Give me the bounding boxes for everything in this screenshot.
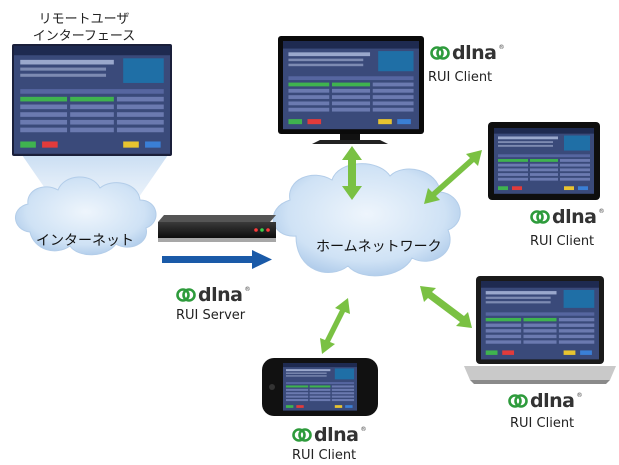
blue-arrow bbox=[162, 250, 272, 269]
home-network-label: ホームネットワーク bbox=[316, 239, 442, 255]
dlna-logo-tv: dlna ® bbox=[430, 42, 504, 64]
tablet-device bbox=[488, 122, 600, 200]
dlna-word: dlna bbox=[198, 284, 243, 306]
client-label-tablet: RUI Client bbox=[530, 234, 595, 249]
client-label-laptop: RUI Client bbox=[510, 416, 575, 431]
arrow-tv bbox=[342, 146, 362, 200]
dlna-swirl-icon bbox=[292, 428, 312, 442]
client-label-tv: RUI Client bbox=[428, 70, 493, 85]
arrow-laptop bbox=[420, 286, 472, 328]
remote-ui-title-line1: リモートユーザ bbox=[38, 12, 130, 27]
arrow-phone bbox=[320, 298, 350, 354]
dlna-swirl-icon bbox=[176, 288, 196, 302]
dlna-logo-phone: dlna ® bbox=[292, 424, 366, 446]
dlna-swirl-icon bbox=[508, 394, 528, 408]
remote-ui-title-line2: インターフェース bbox=[32, 29, 136, 44]
laptop-device bbox=[464, 276, 616, 384]
remote-ui-screen bbox=[12, 44, 172, 156]
set-top-box bbox=[158, 215, 276, 242]
dlna-logo-server: dlna ® bbox=[176, 284, 250, 306]
dlna-word: dlna bbox=[314, 424, 359, 446]
home-network-cloud bbox=[272, 163, 461, 277]
arrow-tablet bbox=[424, 150, 482, 204]
dlna-swirl-icon bbox=[430, 46, 450, 60]
server-label: RUI Server bbox=[176, 308, 246, 323]
tv-device bbox=[278, 36, 424, 144]
dlna-logo-laptop: dlna ® bbox=[508, 390, 582, 412]
dlna-word: dlna bbox=[452, 42, 497, 64]
dlna-word: dlna bbox=[530, 390, 575, 412]
dlna-swirl-icon bbox=[530, 210, 550, 224]
client-label-phone: RUI Client bbox=[292, 448, 357, 463]
internet-label: インターネット bbox=[36, 233, 134, 249]
smartphone-device bbox=[262, 358, 378, 416]
internet-cloud bbox=[15, 176, 157, 256]
dlna-word: dlna bbox=[552, 206, 597, 228]
dlna-logo-tablet: dlna ® bbox=[530, 206, 604, 228]
